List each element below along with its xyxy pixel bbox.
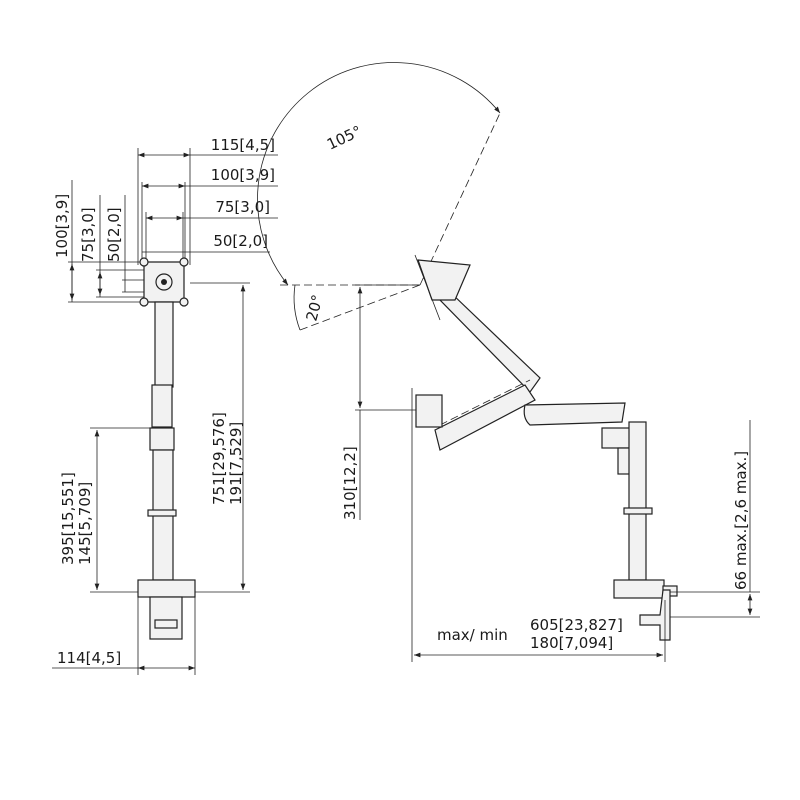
dim-pole-min: 145[5,709] bbox=[76, 482, 94, 565]
dim-desk-thickness: 66 max.[2,6 max.] bbox=[732, 451, 750, 590]
dim-width-75: 75[3,0] bbox=[215, 198, 270, 216]
dim-height-max: 751[29,576] bbox=[210, 412, 228, 505]
vesa-plate bbox=[139, 257, 189, 307]
dim-pole-max: 395[15,551] bbox=[59, 472, 77, 565]
tilt-up-arc bbox=[293, 284, 301, 331]
dim-tilt-up: 20° bbox=[302, 293, 326, 323]
dim-reach-label: max/ min bbox=[437, 626, 508, 644]
front-pole bbox=[137, 301, 196, 640]
lowered-arm bbox=[411, 379, 536, 451]
side-view: 105° 20° 310[12,2] bbox=[257, 62, 760, 662]
dim-height-50: 50[2,0] bbox=[105, 207, 123, 262]
dim-height-75: 75[3,0] bbox=[79, 207, 97, 262]
dim-height-min: 191[7,529] bbox=[227, 422, 245, 505]
tilt-arc bbox=[257, 62, 501, 286]
dim-tilt-range: 105° bbox=[324, 122, 364, 154]
dim-width-115: 115[4,5] bbox=[211, 136, 275, 154]
front-view: 115[4,5] 100[3,9] 75[3,0] 50[2,0] 100[3,… bbox=[52, 136, 278, 675]
dim-height-100: 100[3,9] bbox=[53, 194, 71, 258]
width-dimensions: 115[4,5] 100[3,9] 75[3,0] 50[2,0] bbox=[137, 136, 278, 265]
dim-width-50: 50[2,0] bbox=[213, 232, 268, 250]
dim-reach-max: 605[23,827] bbox=[530, 616, 623, 634]
side-pole bbox=[601, 421, 678, 641]
height-dimensions: 100[3,9] 75[3,0] 50[2,0] bbox=[53, 180, 150, 303]
dim-base-width: 114[4,5] bbox=[57, 649, 121, 667]
dim-offset: 310[12,2] bbox=[341, 446, 359, 520]
raised-arm bbox=[414, 254, 541, 393]
dim-reach-min: 180[7,094] bbox=[530, 634, 613, 652]
lower-arm bbox=[523, 402, 626, 426]
dim-width-100: 100[3,9] bbox=[211, 166, 275, 184]
